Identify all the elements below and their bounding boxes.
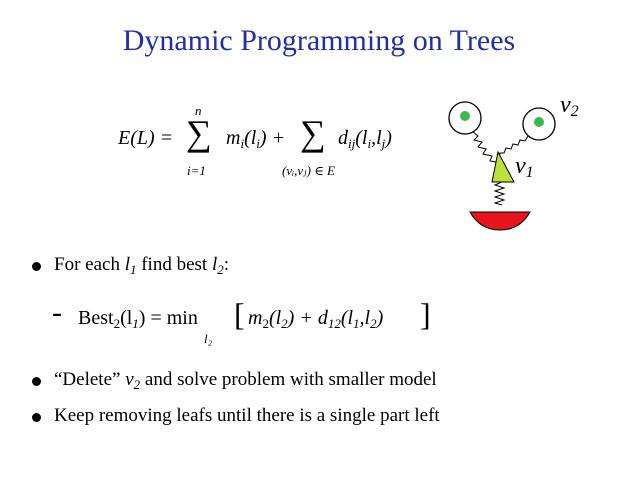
slide-title: Dynamic Programming on Trees: [122, 24, 516, 57]
best-equation-body: m2(l2) + d12(l1,l2): [248, 307, 384, 331]
bullet-dot-3: [32, 413, 41, 422]
part-semicircle-red: [469, 211, 531, 231]
bullet-dot-1: [32, 262, 41, 271]
bullet-2: “Delete” v2 and solve problem with small…: [54, 369, 437, 392]
min-subscript: l₂: [204, 331, 213, 346]
sum1-upper-limit: n: [195, 103, 202, 118]
part-model-diagram: [440, 92, 600, 242]
label-v1: v1: [515, 153, 534, 181]
bullet-dot-2: [32, 377, 41, 386]
equation-term2: dij(li,lj): [338, 127, 392, 151]
spring-left: [472, 131, 497, 163]
right-bracket: ]: [420, 296, 431, 332]
bullet-1: For each l1 find best l2:: [54, 254, 230, 277]
sub-item-dash: -: [52, 296, 62, 329]
sum1-lower-limit: i=1: [187, 163, 206, 178]
bullet-3: Keep removing leafs until there is a sin…: [54, 405, 440, 426]
part-model-svg: [448, 101, 556, 231]
label-v2: v2: [560, 92, 579, 120]
part-triangle-v1: [491, 150, 515, 183]
equation-lhs: E(L) =: [118, 127, 174, 149]
left-bracket: [: [234, 296, 245, 332]
part-dot-right: [534, 117, 544, 127]
part-dot-left: [460, 111, 470, 121]
sum2-lower-limit: (vᵢ,vⱼ) ∈ E: [282, 163, 336, 178]
spring-right: [498, 135, 529, 159]
spring-bottom: [493, 181, 506, 206]
sigma-symbol-1: ∑: [186, 113, 212, 153]
sigma-symbol-2: ∑: [300, 113, 326, 153]
equation-term1: mi(li) +: [226, 127, 286, 151]
best-equation: Best2(l1) = min: [78, 307, 198, 331]
